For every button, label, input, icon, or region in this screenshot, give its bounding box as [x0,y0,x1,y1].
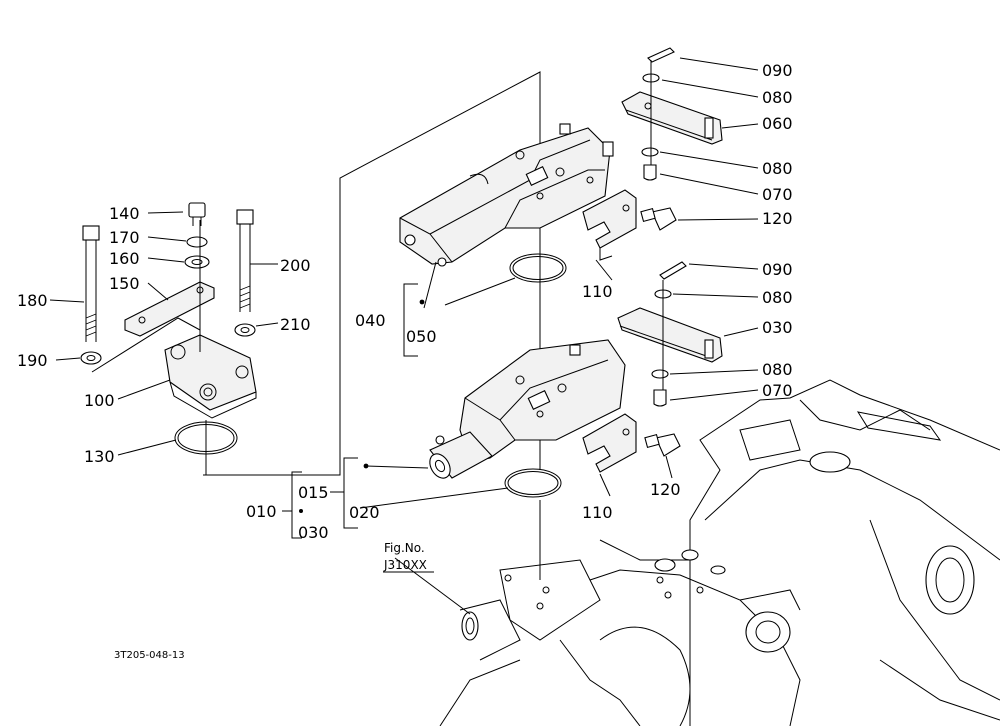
washer-080-d [651,369,669,379]
label-080-d: 080 [762,360,793,379]
washer-170 [186,236,208,248]
washer-210 [234,323,256,337]
group-bracket-015 [343,457,358,529]
valve-040 [399,123,614,267]
group-bracket-010 [291,471,302,539]
pin-070-top [643,164,657,181]
label-020: 020 [349,503,380,522]
bracket-110-bot [582,413,637,473]
label-080-c: 080 [762,288,793,307]
cover-100 [164,334,257,419]
label-040: 040 [355,311,386,330]
o-ring-020 [504,468,562,498]
lever-060 [621,91,723,145]
washer-190 [80,351,102,365]
bracket-110-top [582,189,637,249]
lower-lever-set [617,261,723,407]
dot-040 [419,299,425,305]
label-090-bot: 090 [762,260,793,279]
label-170: 170 [109,228,140,247]
label-010: 010 [246,502,277,521]
pin-090-top [647,47,675,63]
washer-160 [184,255,210,269]
label-080-a: 080 [762,88,793,107]
label-050: 050 [406,327,437,346]
lever-030 [617,307,723,363]
label-110-top: 110 [582,282,613,301]
bolt-180 [82,225,100,342]
pin-090-bot [659,261,687,280]
bolt-140 [188,202,206,226]
label-160: 160 [109,249,140,268]
drawing-code: 3T205-048-13 [114,650,185,661]
figure-reference: Fig.No. J310XX [383,541,427,572]
label-015: 015 [298,483,329,502]
dot-015 [363,463,369,469]
label-120-bot: 120 [650,480,681,499]
label-110-bot: 110 [582,503,613,522]
part-number-labels: 090 080 060 080 070 120 110 090 080 030 … [17,61,793,542]
transmission-housing [439,379,1000,726]
valve-015 [429,339,626,479]
label-060: 060 [762,114,793,133]
bolt-120-top [640,207,677,231]
label-090-top: 090 [762,61,793,80]
label-030-lever: 030 [762,318,793,337]
group-bracket-040 [403,283,418,357]
label-070-bot: 070 [762,381,793,400]
label-150: 150 [109,274,140,293]
pin-070-bot [653,389,667,407]
label-190: 190 [17,351,48,370]
label-140: 140 [109,204,140,223]
upper-lever-set [621,47,723,181]
label-130: 130 [84,447,115,466]
bolt-120-bot [644,433,681,457]
dot-010 [299,509,303,513]
label-120-top: 120 [762,209,793,228]
cover-plate-assembly [80,202,257,475]
o-ring-050 [509,253,567,283]
leader-lines [49,57,759,615]
label-070-top: 070 [762,185,793,204]
label-030-bracket: 030 [298,523,329,542]
label-210: 210 [280,315,311,334]
label-180: 180 [17,291,48,310]
label-100: 100 [84,391,115,410]
label-080-b: 080 [762,159,793,178]
label-200: 200 [280,256,311,275]
figure-ref-line1: Fig.No. [384,541,425,555]
bolt-200 [236,209,254,312]
washer-080-b [641,147,659,157]
figure-ref-line2: J310XX [383,558,427,572]
